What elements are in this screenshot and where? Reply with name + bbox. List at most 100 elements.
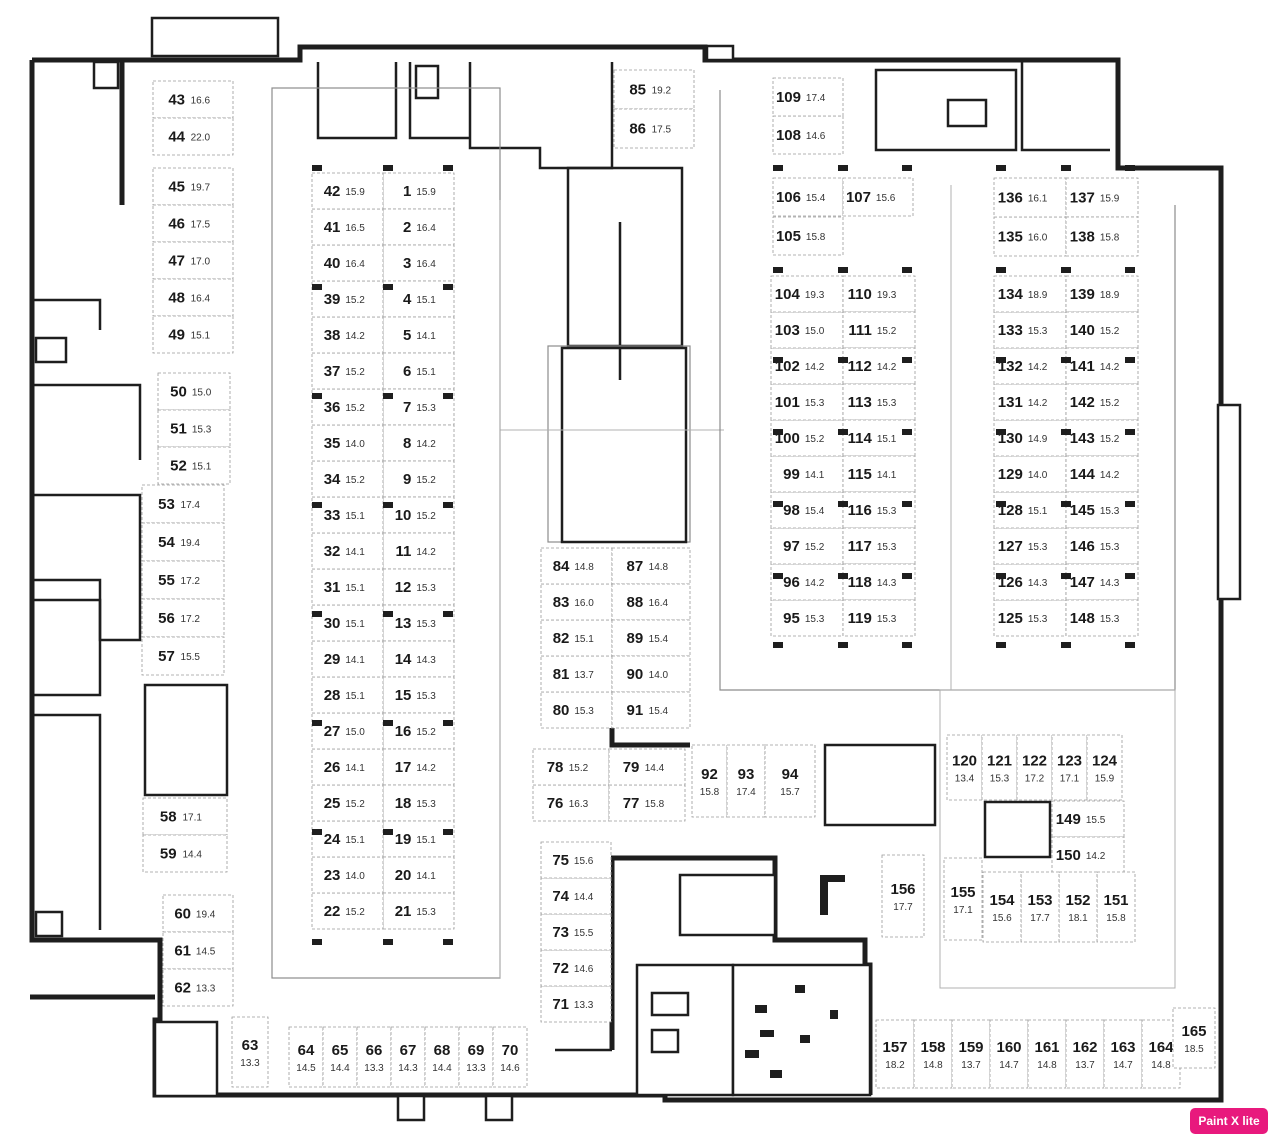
parking-spot-138[interactable]: 13815.8	[1065, 216, 1139, 257]
parking-spot-114[interactable]: 11415.1	[842, 419, 916, 457]
parking-spot-141[interactable]: 14114.2	[1065, 347, 1139, 385]
parking-spot-149[interactable]: 14915.5	[1051, 800, 1125, 838]
parking-spot-124[interactable]: 12415.9	[1086, 734, 1123, 801]
parking-spot-81[interactable]: 8113.7	[540, 655, 613, 693]
parking-spot-31[interactable]: 3115.1	[311, 568, 384, 606]
parking-spot-51[interactable]: 5115.3	[157, 409, 231, 448]
parking-spot-71[interactable]: 7113.3	[540, 985, 612, 1023]
parking-spot-48[interactable]: 4816.4	[152, 278, 234, 317]
parking-spot-50[interactable]: 5015.0	[157, 372, 231, 411]
parking-spot-119[interactable]: 11915.3	[842, 599, 916, 637]
parking-spot-155[interactable]: 15517.1	[943, 857, 983, 941]
parking-spot-68[interactable]: 6814.4	[424, 1026, 460, 1088]
parking-spot-69[interactable]: 6913.3	[458, 1026, 494, 1088]
parking-spot-4[interactable]: 415.1	[382, 280, 455, 318]
parking-spot-117[interactable]: 11715.3	[842, 527, 916, 565]
parking-spot-92[interactable]: 9215.8	[691, 744, 728, 818]
parking-spot-70[interactable]: 7014.6	[492, 1026, 528, 1088]
parking-spot-66[interactable]: 6613.3	[356, 1026, 392, 1088]
parking-spot-12[interactable]: 1215.3	[382, 568, 455, 606]
parking-spot-16[interactable]: 1615.2	[382, 712, 455, 750]
parking-spot-45[interactable]: 4519.7	[152, 167, 234, 206]
parking-spot-142[interactable]: 14215.2	[1065, 383, 1139, 421]
parking-spot-163[interactable]: 16314.7	[1103, 1019, 1143, 1089]
parking-spot-136[interactable]: 13616.1	[993, 177, 1067, 218]
parking-spot-148[interactable]: 14815.3	[1065, 599, 1139, 637]
parking-spot-82[interactable]: 8215.1	[540, 619, 613, 657]
parking-spot-145[interactable]: 14515.3	[1065, 491, 1139, 529]
parking-spot-95[interactable]: 9515.3	[770, 599, 844, 637]
parking-spot-112[interactable]: 11214.2	[842, 347, 916, 385]
parking-spot-165[interactable]: 16518.5	[1172, 1007, 1216, 1069]
parking-spot-121[interactable]: 12115.3	[981, 734, 1018, 801]
parking-spot-85[interactable]: 8519.2	[613, 69, 695, 110]
parking-spot-21[interactable]: 2115.3	[382, 892, 455, 930]
parking-spot-109[interactable]: 10917.4	[772, 77, 844, 117]
parking-spot-80[interactable]: 8015.3	[540, 691, 613, 729]
parking-spot-44[interactable]: 4422.0	[152, 117, 234, 156]
parking-spot-157[interactable]: 15718.2	[875, 1019, 915, 1089]
parking-spot-154[interactable]: 15415.6	[982, 871, 1022, 943]
parking-spot-64[interactable]: 6414.5	[288, 1026, 324, 1088]
parking-spot-61[interactable]: 6114.5	[162, 931, 234, 970]
parking-spot-9[interactable]: 915.2	[382, 460, 455, 498]
parking-spot-42[interactable]: 4215.9	[311, 172, 384, 210]
parking-spot-100[interactable]: 10015.2	[770, 419, 844, 457]
parking-spot-128[interactable]: 12815.1	[993, 491, 1067, 529]
parking-spot-143[interactable]: 14315.2	[1065, 419, 1139, 457]
parking-spot-40[interactable]: 4016.4	[311, 244, 384, 282]
parking-spot-158[interactable]: 15814.8	[913, 1019, 953, 1089]
parking-spot-25[interactable]: 2515.2	[311, 784, 384, 822]
parking-spot-120[interactable]: 12013.4	[946, 734, 983, 801]
parking-spot-146[interactable]: 14615.3	[1065, 527, 1139, 565]
parking-spot-26[interactable]: 2614.1	[311, 748, 384, 786]
parking-spot-86[interactable]: 8617.5	[613, 108, 695, 149]
parking-spot-62[interactable]: 6213.3	[162, 968, 234, 1007]
parking-spot-76[interactable]: 7616.3	[532, 784, 610, 822]
parking-spot-106[interactable]: 10615.4	[772, 177, 844, 217]
parking-spot-33[interactable]: 3315.1	[311, 496, 384, 534]
parking-spot-23[interactable]: 2314.0	[311, 856, 384, 894]
parking-spot-130[interactable]: 13014.9	[993, 419, 1067, 457]
parking-spot-34[interactable]: 3415.2	[311, 460, 384, 498]
parking-spot-63[interactable]: 6313.3	[231, 1016, 269, 1088]
parking-spot-56[interactable]: 5617.2	[141, 598, 225, 638]
parking-spot-74[interactable]: 7414.4	[540, 877, 612, 915]
parking-spot-104[interactable]: 10419.3	[770, 275, 844, 313]
parking-spot-160[interactable]: 16014.7	[989, 1019, 1029, 1089]
parking-spot-125[interactable]: 12515.3	[993, 599, 1067, 637]
parking-spot-52[interactable]: 5215.1	[157, 446, 231, 485]
parking-spot-75[interactable]: 7515.6	[540, 841, 612, 879]
parking-spot-28[interactable]: 2815.1	[311, 676, 384, 714]
parking-spot-54[interactable]: 5419.4	[141, 522, 225, 562]
parking-spot-123[interactable]: 12317.1	[1051, 734, 1088, 801]
parking-spot-87[interactable]: 8714.8	[611, 547, 691, 585]
parking-spot-88[interactable]: 8816.4	[611, 583, 691, 621]
parking-spot-47[interactable]: 4717.0	[152, 241, 234, 280]
parking-spot-139[interactable]: 13918.9	[1065, 275, 1139, 313]
parking-spot-113[interactable]: 11315.3	[842, 383, 916, 421]
parking-spot-79[interactable]: 7914.4	[608, 748, 686, 786]
parking-spot-32[interactable]: 3214.1	[311, 532, 384, 570]
parking-spot-73[interactable]: 7315.5	[540, 913, 612, 951]
parking-spot-110[interactable]: 11019.3	[842, 275, 916, 313]
parking-spot-19[interactable]: 1915.1	[382, 820, 455, 858]
parking-spot-90[interactable]: 9014.0	[611, 655, 691, 693]
parking-spot-53[interactable]: 5317.4	[141, 484, 225, 524]
parking-spot-89[interactable]: 8915.4	[611, 619, 691, 657]
parking-spot-102[interactable]: 10214.2	[770, 347, 844, 385]
parking-spot-46[interactable]: 4617.5	[152, 204, 234, 243]
parking-spot-6[interactable]: 615.1	[382, 352, 455, 390]
parking-spot-37[interactable]: 3715.2	[311, 352, 384, 390]
parking-spot-137[interactable]: 13715.9	[1065, 177, 1139, 218]
parking-spot-131[interactable]: 13114.2	[993, 383, 1067, 421]
parking-spot-156[interactable]: 15617.7	[881, 854, 925, 938]
parking-spot-103[interactable]: 10315.0	[770, 311, 844, 349]
parking-spot-162[interactable]: 16213.7	[1065, 1019, 1105, 1089]
parking-spot-140[interactable]: 14015.2	[1065, 311, 1139, 349]
parking-spot-3[interactable]: 316.4	[382, 244, 455, 282]
parking-spot-111[interactable]: 11115.2	[842, 311, 916, 349]
parking-spot-1[interactable]: 115.9	[382, 172, 455, 210]
parking-spot-129[interactable]: 12914.0	[993, 455, 1067, 493]
parking-spot-17[interactable]: 1714.2	[382, 748, 455, 786]
